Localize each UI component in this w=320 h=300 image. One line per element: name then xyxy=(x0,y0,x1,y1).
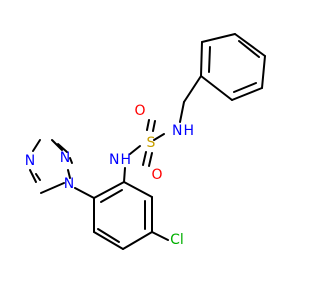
atom-label-N-triazole-2: N xyxy=(60,150,70,166)
atom-label-Cl: Cl xyxy=(170,232,184,248)
benzyl-phenyl-ring xyxy=(200,33,266,101)
central-aryl-ring xyxy=(93,167,169,250)
atom-label-N-benzyl: NH xyxy=(172,123,194,139)
sulfonamide-linker xyxy=(129,75,202,167)
molecule-diagram: NH S O O NH N N N Cl xyxy=(25,33,266,250)
atom-label-O-bottom: O xyxy=(151,167,162,183)
triazole-ring xyxy=(29,139,95,199)
atom-label-O-top: O xyxy=(134,103,145,119)
atom-label-S: S xyxy=(147,135,156,151)
atom-label-N-aryl: NH xyxy=(109,152,131,168)
atom-label-N-triazole-1: N xyxy=(64,176,74,192)
atom-label-N-triazole-4: N xyxy=(25,153,35,169)
